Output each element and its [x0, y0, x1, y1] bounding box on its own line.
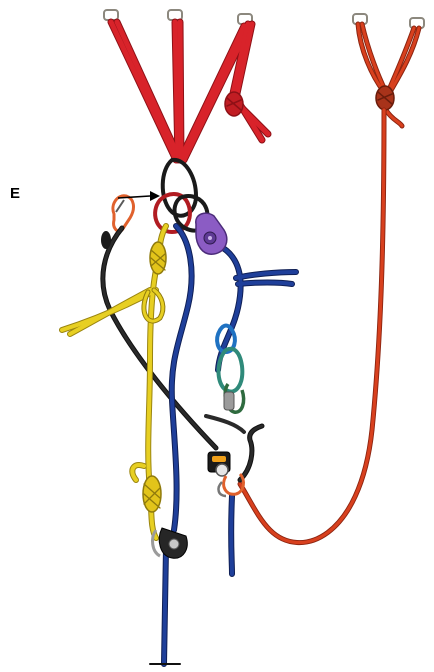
red-anchor-sling — [111, 22, 268, 160]
blue-rope — [150, 226, 296, 664]
yellow-lower-knot — [143, 476, 161, 512]
gray-gate — [224, 392, 234, 410]
rope-grab-cluster — [208, 452, 243, 496]
callout-label-e: E — [10, 186, 20, 201]
yellow-rope — [62, 226, 166, 538]
teal-carabiner — [219, 349, 243, 392]
d-ring-anchor-icon — [168, 10, 182, 20]
bottom-descender — [153, 528, 188, 558]
pulley-icon — [196, 213, 227, 254]
